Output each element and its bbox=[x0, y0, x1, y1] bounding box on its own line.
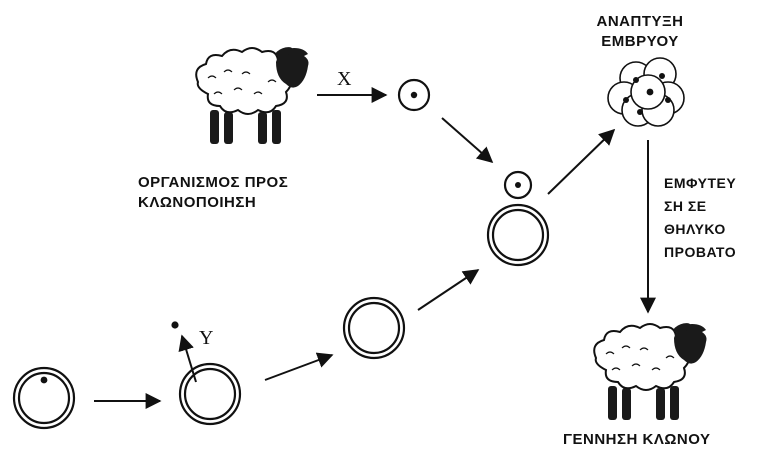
embryo-label-line1: ΑΝΑΠΤΥΞΗ bbox=[596, 13, 684, 30]
implant-label-line2: ΣΗ ΣΕ bbox=[664, 198, 707, 215]
fusion-cells-icon bbox=[486, 170, 550, 267]
arrow-fusion-to-embryo bbox=[547, 128, 616, 195]
embryo-label-line2: ΕΜΒΡΥΟΥ bbox=[601, 33, 679, 51]
implant-label: ΕΜΦΥΤΕΥ ΣΗ ΣΕ ΘΗΛΥΚΟ ΠΡΟΒΑΤΟ bbox=[664, 172, 736, 264]
arrow-empty-egg-to-fusion bbox=[417, 269, 480, 311]
clone-sheep-icon bbox=[593, 320, 708, 421]
arrow-somatic-to-fusion bbox=[441, 117, 494, 164]
organism-label-line1: ΟΡΓΑΝΙΣΜΟΣ ΠΡΟΣ bbox=[138, 174, 289, 191]
x-label: X bbox=[337, 68, 352, 90]
implant-label-line4: ΠΡΟΒΑΤΟ bbox=[664, 244, 737, 261]
donor-sheep-icon bbox=[195, 44, 310, 145]
organism-label: ΟΡΓΑΝΙΣΜΟΣ ΠΡΟΣ ΚΛΩΝΟΠΟΙΗΣΗ bbox=[138, 173, 288, 214]
enucleated-egg-icon bbox=[171, 321, 242, 426]
embryo-label: ΑΝΑΠΤΥΞΗ ΕΜΒΡΥΟΥ bbox=[586, 12, 694, 53]
organism-label-line2: ΚΛΩΝΟΠΟΙΗΣΗ bbox=[138, 194, 257, 212]
egg-cell-icon bbox=[12, 366, 76, 430]
embryo-icon bbox=[607, 57, 685, 127]
somatic-cell-icon bbox=[397, 78, 431, 112]
empty-egg-icon bbox=[342, 296, 406, 360]
arrow-to-empty-egg bbox=[264, 352, 334, 381]
y-label: Y bbox=[199, 327, 214, 349]
birth-label: ΓΕΝΝΗΣΗ ΚΛΩΝΟΥ bbox=[563, 431, 711, 448]
implant-label-line3: ΘΗΛΥΚΟ bbox=[664, 221, 726, 238]
implant-label-line1: ΕΜΦΥΤΕΥ bbox=[664, 175, 737, 191]
